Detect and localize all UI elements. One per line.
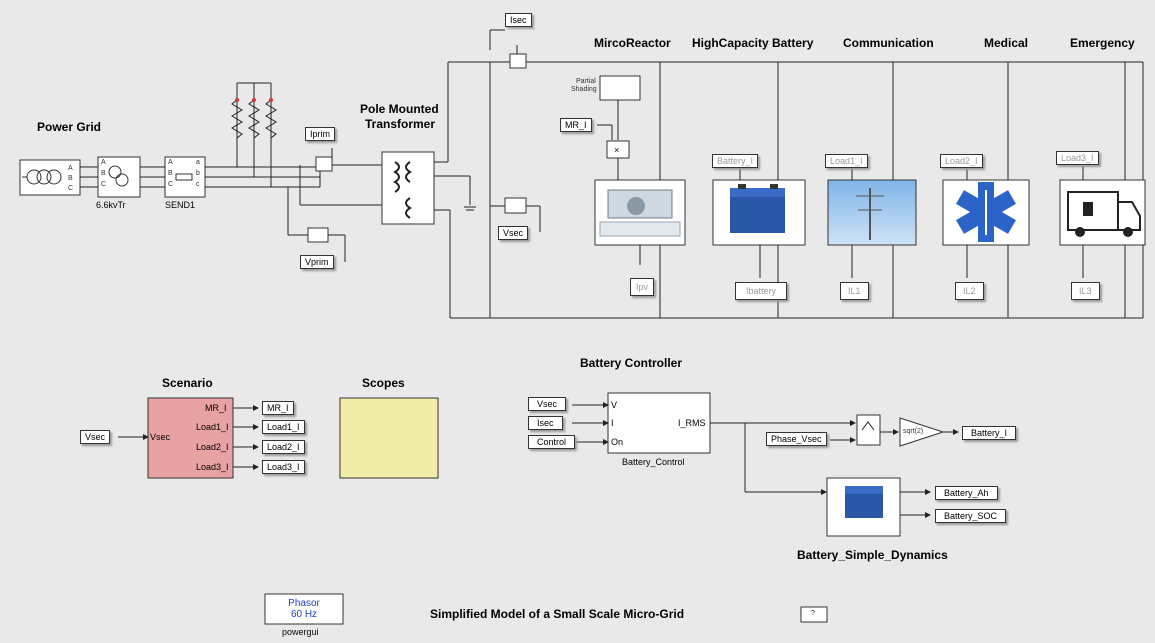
communication-tower-block[interactable]	[827, 179, 917, 246]
svg-text:×: ×	[614, 145, 619, 155]
scenario-label: Scenario	[162, 376, 213, 390]
scopes-block[interactable]	[339, 397, 439, 479]
ipv-tag[interactable]: Ipv	[630, 278, 655, 296]
port-c-send: C	[168, 181, 174, 188]
powergui-block[interactable]	[264, 593, 344, 625]
partial-shading-label-1: Partial	[576, 78, 596, 85]
battery-control-block[interactable]	[607, 392, 711, 454]
port-la-send: a	[196, 159, 200, 166]
port-b-tr: B	[101, 170, 106, 177]
battery-control-label: Battery_Control	[622, 457, 685, 467]
scenario-load2-tag[interactable]: Load2_I	[262, 440, 305, 454]
medical-label: Medical	[984, 36, 1029, 50]
scenario-in-port: Vsec	[150, 432, 171, 442]
controller-isec-tag[interactable]: Isec	[528, 416, 563, 430]
port-b-in: B	[68, 175, 73, 182]
load2-i-input-tag[interactable]: Load2_I	[940, 154, 983, 168]
phasor-line-2: 60 Hz	[290, 609, 318, 620]
help-button-box[interactable]	[800, 606, 828, 623]
load-drops	[597, 62, 1126, 318]
vsec-meter[interactable]	[504, 197, 527, 214]
sqrt-gain-label: sqrt(2)	[903, 428, 924, 435]
vprim-tag[interactable]: Vprim	[300, 255, 334, 269]
controller-port-on: On	[611, 437, 624, 447]
controller-port-irms: I_RMS	[678, 418, 706, 428]
grid-lines	[80, 82, 389, 236]
controller-vsec-tag[interactable]: Vsec	[528, 397, 567, 411]
battery-dynamics-block[interactable]	[826, 477, 901, 537]
medical-star-block[interactable]	[942, 179, 1030, 246]
multiply-block[interactable]: ×	[606, 140, 630, 159]
phase-vsec-tag[interactable]: Phase_Vsec	[766, 432, 827, 446]
scenario-out-load1: Load1_I	[196, 422, 229, 432]
il1-tag[interactable]: IL1	[840, 282, 869, 300]
high-capacity-battery-block[interactable]	[712, 179, 806, 246]
controller-port-v: V	[611, 400, 618, 410]
pole-transformer-label-2: Transformer	[365, 117, 436, 131]
il2-tag[interactable]: IL2	[955, 282, 984, 300]
controller-control-tag[interactable]: Control	[528, 435, 576, 449]
rect-polar-block[interactable]	[856, 414, 881, 446]
send1-label: SEND1	[165, 200, 196, 210]
send1-block[interactable]	[164, 156, 206, 198]
il3-tag[interactable]: IL3	[1071, 282, 1100, 300]
scenario-out-load2: Load2_I	[196, 442, 229, 452]
power-grid-label: Power Grid	[37, 120, 102, 134]
battery-controller-label: Battery Controller	[580, 356, 683, 370]
load1-i-input-tag[interactable]: Load1_I	[825, 154, 868, 168]
sqrt-gain-block[interactable]	[899, 417, 945, 447]
battery-i-output-tag[interactable]: Battery_I	[962, 426, 1017, 440]
port-c-tr: C	[101, 181, 107, 188]
phasor-line-1: Phasor	[288, 598, 320, 609]
battery-soc-tag[interactable]: Battery_SOC	[935, 509, 1007, 523]
port-c-in: C	[68, 185, 74, 192]
iprim-tag[interactable]: Iprim	[305, 127, 335, 141]
scenario-mr-i-tag[interactable]: MR_I	[262, 401, 294, 415]
mr-i-tag[interactable]: MR_I	[560, 118, 592, 132]
ambulance-block[interactable]	[1059, 179, 1146, 246]
microreactor-label: MircoReactor	[594, 36, 671, 50]
microreactor-block[interactable]	[594, 179, 686, 246]
powergui-label: powergui	[282, 627, 319, 637]
port-a-send: A	[168, 159, 173, 166]
diagram-title: Simplified Model of a Small Scale Micro-…	[430, 607, 685, 621]
port-b-send: B	[168, 170, 173, 177]
ibattery-tag[interactable]: Ibattery	[735, 282, 788, 300]
partial-shading-block[interactable]	[599, 75, 641, 101]
battery-simple-dynamics-label: Battery_Simple_Dynamics	[797, 548, 948, 562]
port-lc-send: c	[196, 181, 200, 188]
port-a-tr: A	[101, 159, 106, 166]
scenario-load3-tag[interactable]: Load3_I	[262, 460, 305, 474]
iprim-meter[interactable]	[315, 148, 333, 172]
partial-shading-label-2: Shading	[571, 86, 597, 93]
port-lb-send: b	[196, 170, 200, 177]
battery-ah-tag[interactable]: Battery_Ah	[935, 486, 998, 500]
pole-transformer-label-1: Pole Mounted	[360, 102, 439, 116]
vsec-tag[interactable]: Vsec	[498, 226, 529, 240]
scenario-vsec-tag[interactable]: Vsec	[80, 430, 111, 444]
resistor-bank	[231, 98, 277, 139]
scenario-load1-tag[interactable]: Load1_I	[262, 420, 305, 434]
scenario-out-load3: Load3_I	[196, 462, 229, 472]
battery-i-input-tag[interactable]: Battery_I	[712, 154, 759, 168]
high-capacity-battery-label: HighCapacity Battery	[692, 36, 814, 50]
load3-i-input-tag[interactable]: Load3_I	[1056, 151, 1099, 165]
help-button-label[interactable]: ?	[811, 610, 815, 617]
emergency-label: Emergency	[1070, 36, 1135, 50]
scenario-wiring	[118, 405, 259, 470]
power-grid-source[interactable]	[19, 159, 81, 196]
scopes-label: Scopes	[362, 376, 405, 390]
transformer-6kv-label: 6.6kvTr	[96, 200, 126, 210]
communication-label: Communication	[843, 36, 934, 50]
pole-transformer-block[interactable]	[381, 151, 435, 225]
isec-tag[interactable]: Isec	[505, 13, 532, 27]
port-a-in: A	[68, 165, 73, 172]
controller-port-i: I	[611, 418, 614, 428]
controller-wiring	[572, 402, 959, 518]
isec-meter[interactable]	[509, 53, 527, 69]
vprim-meter[interactable]	[307, 227, 346, 262]
scenario-out-mr: MR_I	[205, 403, 227, 413]
secondary-bus	[434, 29, 1144, 319]
